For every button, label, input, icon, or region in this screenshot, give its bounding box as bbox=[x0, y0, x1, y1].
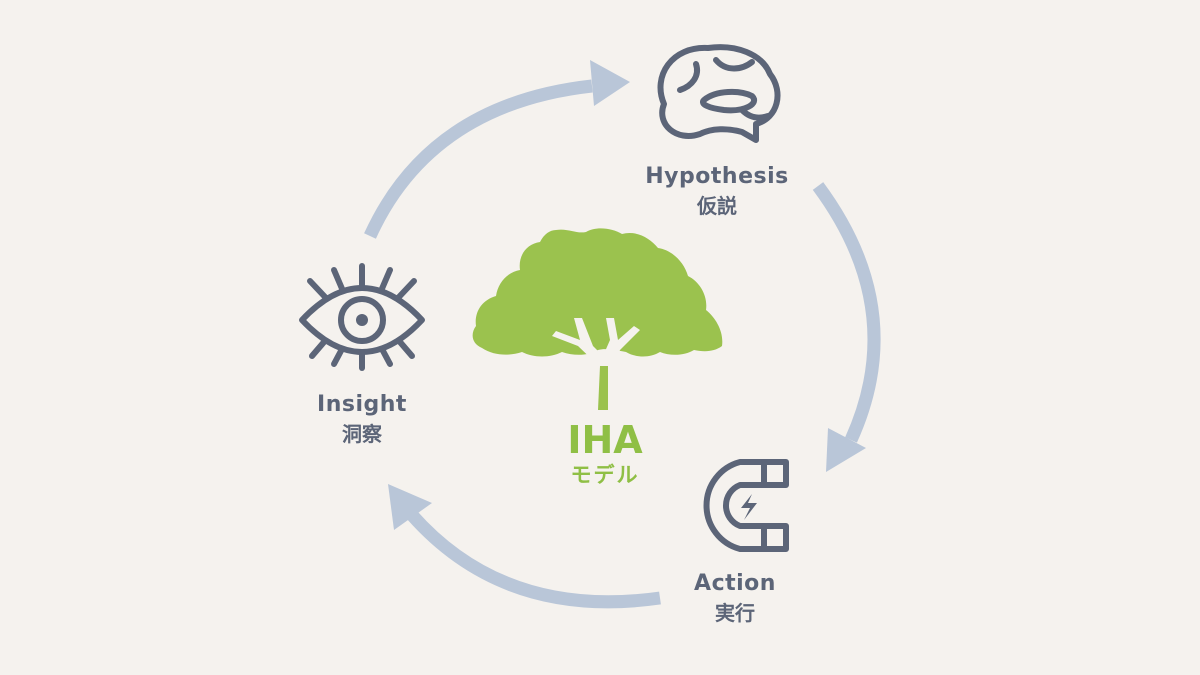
hypothesis-label-en: Hypothesis bbox=[645, 164, 789, 189]
insight-label-en: Insight bbox=[317, 392, 407, 417]
arrow-hypothesis-to-action bbox=[812, 182, 881, 472]
action-label-en: Action bbox=[694, 571, 776, 596]
action-label-ja: 実行 bbox=[715, 601, 755, 625]
brain-icon bbox=[657, 44, 781, 143]
tree-icon bbox=[472, 228, 723, 410]
cycle-arrows bbox=[364, 60, 881, 609]
arrow-insight-to-hypothesis bbox=[364, 60, 630, 239]
eye-icon bbox=[299, 263, 425, 371]
center-title: IHA bbox=[567, 418, 643, 462]
node-label-insight: Insight 洞察 bbox=[317, 391, 407, 449]
hypothesis-label-ja: 仮説 bbox=[696, 194, 737, 218]
insight-label-ja: 洞察 bbox=[341, 422, 382, 446]
center-subtitle: モデル bbox=[570, 463, 640, 487]
center-label: IHA モデル bbox=[567, 418, 642, 488]
magnet-icon bbox=[703, 459, 789, 552]
arrow-action-to-insight bbox=[388, 484, 661, 609]
node-label-hypothesis: Hypothesis 仮説 bbox=[645, 163, 788, 221]
node-label-action: Action 実行 bbox=[694, 570, 776, 628]
